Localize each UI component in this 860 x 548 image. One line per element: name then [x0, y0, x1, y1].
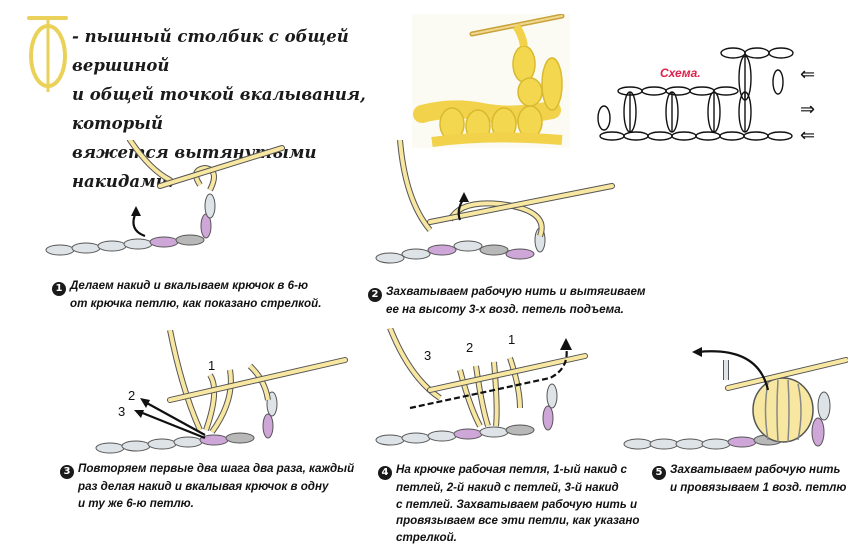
step-line: Повторяем первые два шага два раза, кажд… [78, 462, 355, 475]
step-line: от крючка петлю, как показано стрелкой. [70, 297, 322, 311]
scheme-arrow-left: ⇐ [800, 125, 815, 145]
sample-photo [412, 14, 570, 148]
step-line: стрелкой. [396, 530, 457, 544]
step-line: и ту же 6-ю петлю. [78, 496, 194, 510]
step-line: с петлей. Захватываем рабочую нить и [396, 497, 638, 511]
step-line: ее на высоту 3-х возд. петель подъема. [386, 303, 624, 317]
loop-label: 2 [128, 388, 135, 403]
header-line: - пышный столбик с общей вершиной [72, 27, 349, 75]
step-line: петлей, 2-й накид с петлей, 3-й накид [396, 481, 619, 495]
step-2-text: 2 Захватываем рабочую нить и вытягиваем е… [368, 284, 668, 319]
scheme-arrow-right: ⇒ [800, 99, 815, 119]
step-number-badge: 3 [60, 465, 74, 480]
step-line: провязываем все эти петли, как указано [396, 514, 640, 528]
header-line: и общей точкой вкалывания, который [72, 85, 366, 133]
step-3-illustration: 1 2 3 [95, 330, 348, 454]
loop-label: 1 [208, 358, 215, 373]
step-line: На крючке рабочая петля, 1-ый накид с [396, 463, 627, 476]
loop-label: 3 [118, 404, 125, 419]
loop-label: 1 [508, 332, 515, 347]
step-number-badge: 5 [652, 466, 666, 481]
step-number-badge: 1 [52, 282, 66, 297]
step-2-illustration [375, 140, 615, 264]
scheme-arrow-left: ⇐ [800, 64, 815, 84]
step-1-text: 1 Делаем накид и вкалываем крючок в 6-ю о… [52, 278, 352, 313]
step-line: Захватываем рабочую нить [670, 463, 841, 476]
step-number-badge: 2 [368, 288, 382, 303]
step-line: Делаем накид и вкалываем крючок в 6-ю [70, 279, 308, 292]
loop-label: 2 [466, 340, 473, 355]
step-4-text: 4 На крючке рабочая петля, 1-ый накид с п… [378, 462, 648, 546]
step-line: Захватываем рабочую нить и вытягиваем [386, 285, 646, 298]
step-5-text: 5 Захватываем рабочую нить и провязываем … [652, 462, 852, 497]
step-line: раз делая накид и вкалывая крючок в одну [78, 480, 329, 494]
step-line: и провязываем 1 возд. петлю [670, 481, 847, 495]
puff-stitch-symbol-icon [27, 16, 68, 92]
step-5-illustration [623, 347, 848, 450]
step-1-illustration [45, 140, 285, 256]
step-3-text: 3 Повторяем первые два шага два раза, каж… [60, 461, 370, 512]
scheme-diagram: ⇐ ⇒ ⇐ [597, 47, 815, 145]
step-4-illustration: 3 2 1 [375, 328, 588, 446]
scheme-label: Схема. [660, 66, 701, 80]
loop-label: 3 [424, 348, 431, 363]
puff-stitch-description: - пышный столбик с общей вершиной и обще… [72, 22, 402, 196]
step-number-badge: 4 [378, 466, 392, 481]
